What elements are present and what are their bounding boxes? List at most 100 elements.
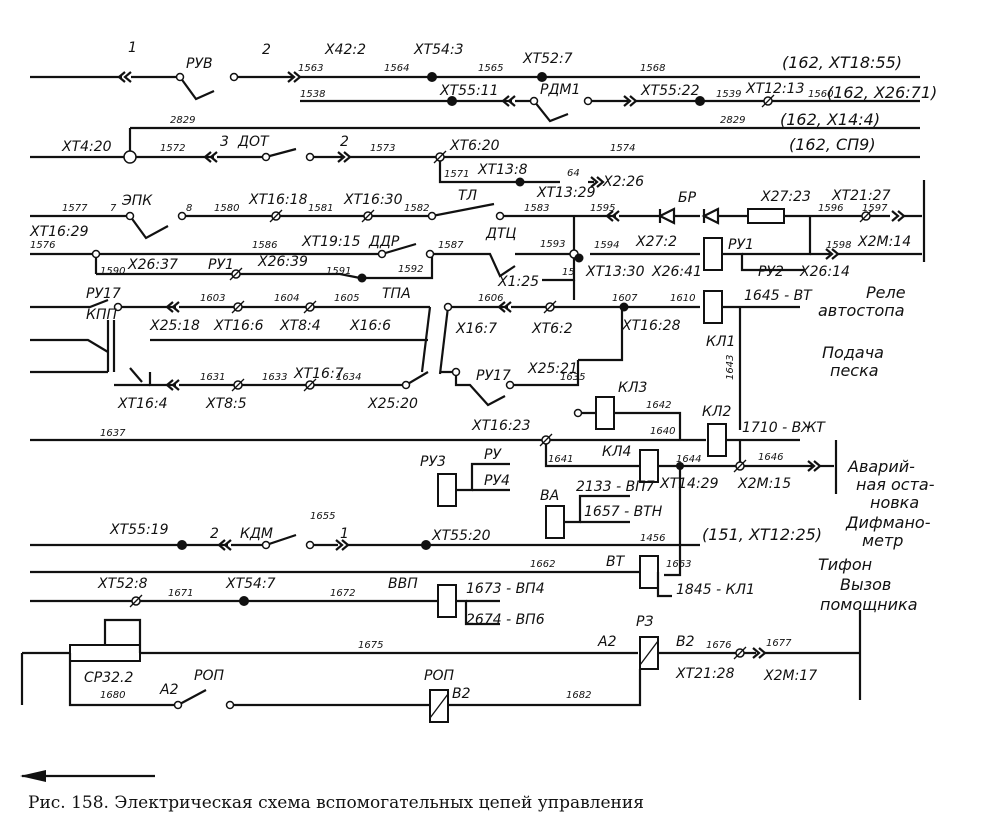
svg-text:1568: 1568 bbox=[640, 63, 665, 74]
wire-1: 1 bbox=[128, 40, 137, 56]
svg-text:1582: 1582 bbox=[404, 203, 429, 214]
svg-text:ХТ13:30: ХТ13:30 bbox=[585, 264, 645, 280]
svg-text:1644: 1644 bbox=[676, 454, 701, 465]
label-dot: ДОТ bbox=[237, 134, 270, 150]
svg-text:1572: 1572 bbox=[160, 143, 185, 154]
direction-arrow-icon bbox=[20, 770, 155, 782]
svg-text:2133 - ВП7: 2133 - ВП7 bbox=[576, 479, 655, 495]
svg-text:1606: 1606 bbox=[478, 293, 503, 304]
svg-text:Х27:23: Х27:23 bbox=[760, 189, 811, 205]
svg-text:1560: 1560 bbox=[808, 89, 833, 100]
svg-text:ХТ52:7: ХТ52:7 bbox=[522, 51, 573, 67]
label-kl2: КЛ2 bbox=[702, 404, 731, 420]
svg-text:1596: 1596 bbox=[818, 203, 843, 214]
svg-text:помощника: помощника bbox=[820, 595, 918, 614]
svg-text:В2: В2 bbox=[676, 634, 695, 650]
svg-text:ХТ16:23: ХТ16:23 bbox=[471, 418, 531, 434]
svg-text:Х27:2: Х27:2 bbox=[635, 234, 677, 250]
svg-text:1645 - ВТ: 1645 - ВТ bbox=[744, 288, 813, 304]
terminal-xt54-3 bbox=[427, 72, 437, 82]
svg-text:1590: 1590 bbox=[100, 266, 125, 277]
svg-text:1574: 1574 bbox=[610, 143, 635, 154]
svg-text:1675: 1675 bbox=[358, 640, 383, 651]
svg-text:1593: 1593 bbox=[540, 239, 565, 250]
svg-text:Х16:7: Х16:7 bbox=[455, 321, 497, 337]
svg-text:новка: новка bbox=[870, 493, 919, 512]
row-1 bbox=[30, 71, 920, 101]
svg-text:1564: 1564 bbox=[384, 63, 409, 74]
svg-text:Тифон: Тифон bbox=[818, 555, 872, 574]
label-ru1-coil: РУ1 bbox=[728, 237, 754, 253]
label-rop-switch: РОП bbox=[194, 668, 224, 684]
svg-text:1845 - КЛ1: 1845 - КЛ1 bbox=[676, 582, 755, 598]
label-kl1: КЛ1 bbox=[706, 334, 735, 350]
row-16 bbox=[177, 669, 642, 723]
svg-text:ХТ16:29: ХТ16:29 bbox=[29, 224, 89, 240]
ref-2: (162, Х26:71) bbox=[827, 83, 937, 102]
svg-text:РДМ1: РДМ1 bbox=[540, 82, 580, 98]
svg-text:ХТ55:22: ХТ55:22 bbox=[640, 83, 700, 99]
svg-text:1646: 1646 bbox=[758, 452, 783, 463]
svg-text:ХТ16:18: ХТ16:18 bbox=[248, 192, 308, 208]
ref-5: (151, ХТ12:25) bbox=[702, 525, 822, 544]
svg-text:1577: 1577 bbox=[62, 203, 88, 214]
svg-text:7: 7 bbox=[110, 203, 117, 214]
svg-text:ХТ13:8: ХТ13:8 bbox=[477, 162, 528, 178]
label-kdm: КДМ bbox=[240, 526, 273, 542]
label-kl3-top: КЛ3 bbox=[618, 380, 647, 396]
svg-text:ХТ55:20: ХТ55:20 bbox=[431, 528, 491, 544]
svg-text:1635: 1635 bbox=[560, 372, 585, 383]
label-vt: ВТ bbox=[606, 554, 626, 570]
svg-text:Х42:2: Х42:2 bbox=[324, 42, 366, 58]
label-tl: ТЛ bbox=[458, 188, 478, 204]
svg-text:Подача: Подача bbox=[822, 343, 884, 362]
svg-text:1710 - ВЖТ: 1710 - ВЖТ bbox=[742, 420, 826, 436]
svg-text:ХТ8:5: ХТ8:5 bbox=[205, 396, 247, 412]
svg-text:1643: 1643 bbox=[725, 355, 736, 380]
svg-text:1642: 1642 bbox=[646, 400, 671, 411]
svg-text:Х16:6: Х16:6 bbox=[349, 318, 391, 334]
svg-text:Х26:41: Х26:41 bbox=[651, 264, 702, 280]
label-ruv: РУВ bbox=[186, 56, 213, 72]
svg-text:1604: 1604 bbox=[274, 293, 299, 304]
svg-text:1576: 1576 bbox=[30, 240, 55, 251]
svg-text:ХТ16:4: ХТ16:4 bbox=[117, 396, 168, 412]
svg-text:1595: 1595 bbox=[590, 203, 615, 214]
svg-text:1605: 1605 bbox=[334, 293, 359, 304]
svg-text:1571: 1571 bbox=[444, 169, 469, 180]
svg-text:2829: 2829 bbox=[170, 115, 195, 126]
svg-text:2: 2 bbox=[340, 134, 349, 150]
svg-text:ХТ55:11: ХТ55:11 bbox=[439, 83, 499, 99]
svg-text:Х26:14: Х26:14 bbox=[799, 264, 850, 280]
svg-text:1641: 1641 bbox=[548, 454, 573, 465]
svg-text:В2: В2 bbox=[452, 686, 471, 702]
svg-text:ХТ6:2: ХТ6:2 bbox=[531, 321, 573, 337]
svg-text:Х25:21: Х25:21 bbox=[527, 361, 578, 377]
svg-text:1456: 1456 bbox=[640, 533, 665, 544]
svg-text:1538: 1538 bbox=[300, 89, 325, 100]
svg-text:ХТ16:7: ХТ16:7 bbox=[293, 366, 344, 382]
svg-text:1563: 1563 bbox=[298, 63, 323, 74]
svg-text:1676: 1676 bbox=[706, 640, 731, 651]
svg-text:А2: А2 bbox=[597, 634, 617, 650]
svg-text:1594: 1594 bbox=[594, 240, 619, 251]
svg-text:1640: 1640 bbox=[650, 426, 675, 437]
svg-text:ХТ54:7: ХТ54:7 bbox=[225, 576, 276, 592]
svg-text:1610: 1610 bbox=[670, 293, 695, 304]
svg-text:1586: 1586 bbox=[252, 240, 277, 251]
svg-text:1591: 1591 bbox=[326, 266, 351, 277]
svg-text:Х26:37: Х26:37 bbox=[127, 257, 178, 273]
svg-text:Х2М:15: Х2М:15 bbox=[737, 476, 791, 492]
svg-text:1634: 1634 bbox=[336, 372, 361, 383]
svg-text:ная оста-: ная оста- bbox=[856, 475, 935, 494]
label-kl4: КЛ4 bbox=[602, 444, 631, 460]
svg-text:ХТ6:20: ХТ6:20 bbox=[449, 138, 500, 154]
svg-text:1565: 1565 bbox=[478, 63, 503, 74]
svg-text:1583: 1583 bbox=[524, 203, 549, 214]
svg-text:1672: 1672 bbox=[330, 588, 355, 599]
svg-text:1657 - ВТН: 1657 - ВТН bbox=[584, 504, 663, 520]
svg-text:64: 64 bbox=[567, 168, 580, 179]
svg-text:1587: 1587 bbox=[438, 240, 464, 251]
svg-text:1539: 1539 bbox=[716, 89, 741, 100]
svg-text:Х25:18: Х25:18 bbox=[149, 318, 200, 334]
